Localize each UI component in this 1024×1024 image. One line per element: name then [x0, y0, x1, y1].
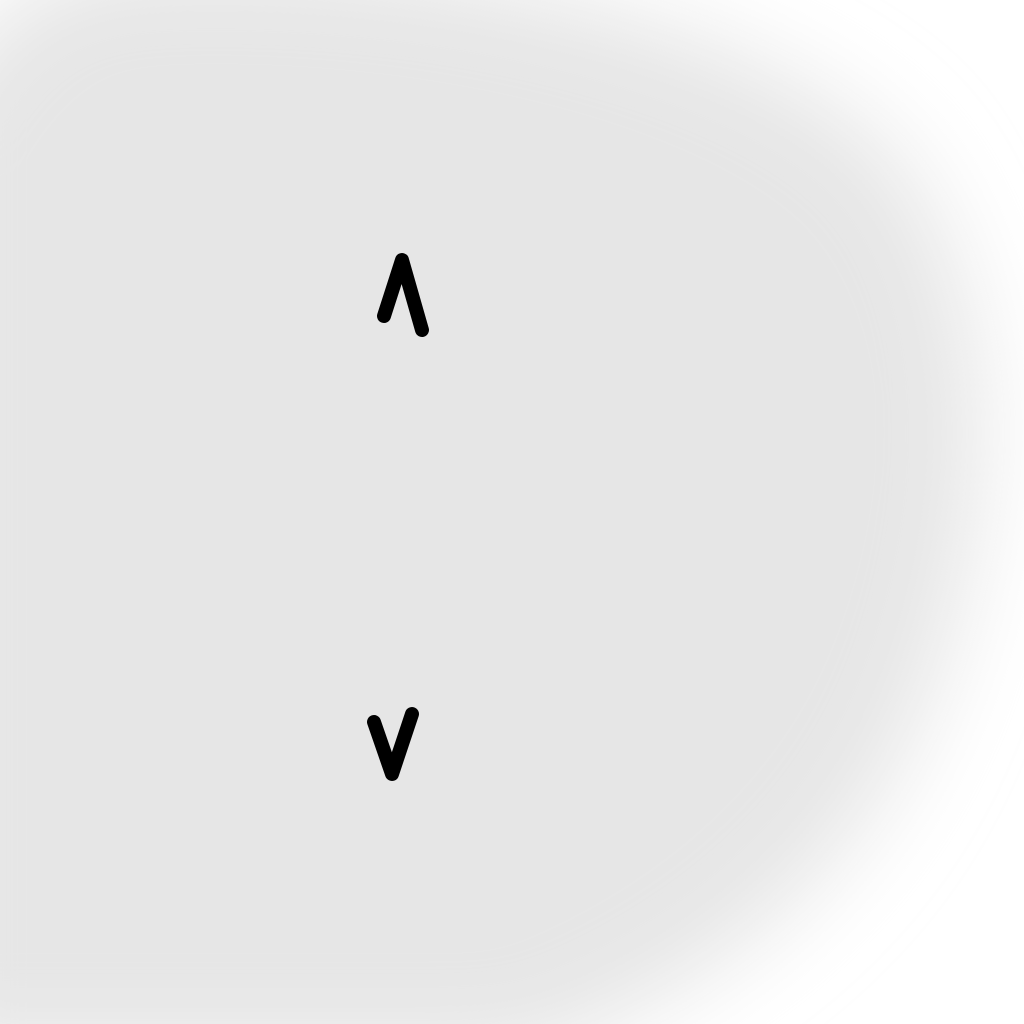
caret-down-icon	[367, 707, 419, 781]
caret-up-icon	[377, 253, 429, 337]
